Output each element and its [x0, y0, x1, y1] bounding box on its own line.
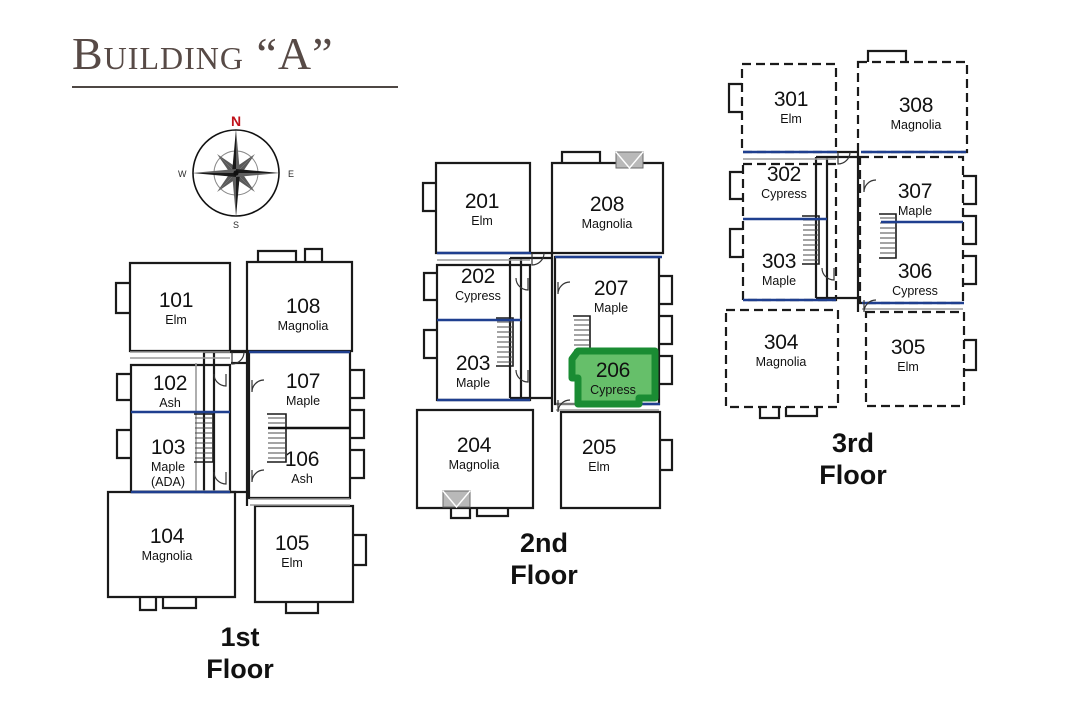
title-block: Building “A” [72, 28, 402, 89]
unit-plan-name: Maple [897, 204, 933, 219]
unit-plan-name: Ash [159, 396, 181, 411]
unit-number: 102 [152, 372, 188, 396]
unit-number: 306 [897, 260, 933, 284]
compass-north-label: N [230, 113, 242, 129]
unit-plan-name: Cypress [761, 187, 807, 202]
unit-number: 302 [766, 163, 802, 187]
unit-number: 307 [897, 180, 933, 204]
unit-number: 106 [284, 448, 320, 472]
unit-plan-name: Maple [455, 376, 491, 391]
unit-plan-note: (ADA) [150, 474, 186, 489]
unit-plan-name: Elm [471, 214, 493, 229]
compass-east-label: E [287, 169, 294, 179]
unit-plan-name: Magnolia [448, 458, 500, 473]
unit-number: 104 [149, 525, 185, 549]
unit-number: 205 [581, 436, 617, 460]
unit-plan-name: Elm [281, 556, 303, 571]
unit-plan-name: Ash [291, 472, 313, 487]
unit-plan-name: Maple [593, 301, 629, 316]
unit-plan-name: Magnolia [890, 118, 942, 133]
unit-number: 301 [773, 88, 809, 112]
unit-number: 201 [464, 190, 500, 214]
compass-icon [192, 129, 280, 217]
floor-3-caption: 3rd Floor [819, 428, 887, 490]
unit-plan-name: Elm [588, 460, 610, 475]
unit-number: 304 [763, 331, 799, 355]
unit-number: 107 [285, 370, 321, 394]
unit-number: 308 [898, 94, 934, 118]
floor-plan-1st: 1st Floor [0, 0, 400, 724]
compass-rose: N W E S [176, 113, 296, 231]
unit-plan-name: Maple [150, 460, 186, 475]
unit-number: 202 [460, 265, 496, 289]
unit-number: 103 [150, 435, 186, 459]
floor-2-caption: 2nd Floor [510, 528, 578, 590]
unit-plan-name: Magnolia [277, 319, 329, 334]
unit-plan-name: Cypress [590, 383, 636, 398]
unit-plan-name: Cypress [892, 284, 938, 299]
unit-number: 206 [595, 359, 631, 383]
unit-number: 204 [456, 434, 492, 458]
unit-number: 108 [285, 295, 321, 319]
unit-plan-name: Maple [761, 274, 797, 289]
unit-plan-name: Elm [780, 112, 802, 127]
unit-plan-name: Maple [285, 394, 321, 409]
unit-number: 207 [593, 277, 629, 301]
unit-number: 303 [761, 250, 797, 274]
unit-plan-name: Elm [897, 360, 919, 375]
unit-number: 203 [455, 352, 491, 376]
unit-number: 305 [890, 336, 926, 360]
unit-plan-name: Magnolia [581, 217, 633, 232]
title-divider-rule [72, 86, 398, 89]
unit-plan-name: Cypress [455, 289, 501, 304]
compass-south-label: S [232, 220, 240, 230]
unit-number: 105 [274, 532, 310, 556]
floor-1-caption: 1st Floor [206, 622, 274, 684]
compass-west-label: W [178, 169, 187, 179]
unit-number: 101 [158, 289, 194, 313]
unit-plan-name: Magnolia [755, 355, 807, 370]
unit-plan-name: Elm [165, 313, 187, 328]
unit-number: 208 [589, 193, 625, 217]
unit-plan-name: Magnolia [141, 549, 193, 564]
page-title: Building “A” [72, 28, 334, 79]
floor-1-drawing [106, 247, 368, 615]
